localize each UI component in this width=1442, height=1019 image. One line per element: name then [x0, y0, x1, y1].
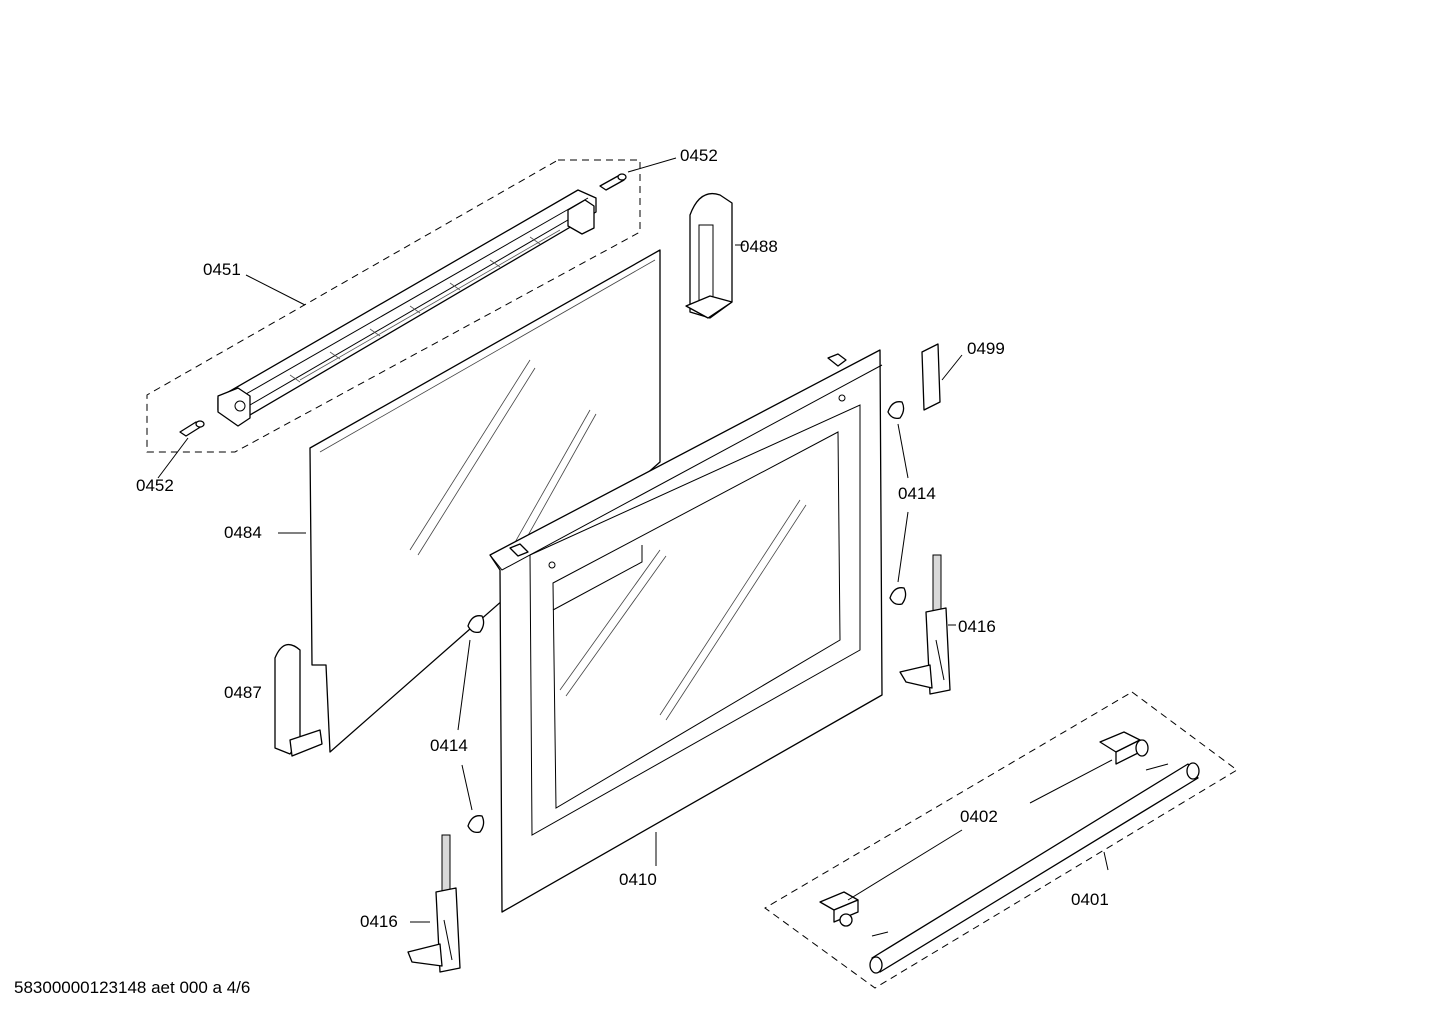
callout-0414-left: 0414 [430, 736, 468, 755]
part-0488-bracket [685, 192, 745, 319]
part-0416-hinge-left [407, 834, 461, 973]
leader-0451 [245, 274, 306, 306]
callout-0414-right: 0414 [898, 484, 936, 503]
callout-0401: 0401 [1071, 890, 1109, 909]
part-0414-cap-bottom-left [461, 764, 485, 834]
part-0499-strip [921, 343, 963, 411]
part-0402-handle-mount-left [819, 829, 963, 937]
part-0416-hinge-right [899, 554, 956, 695]
callout-0499: 0499 [967, 339, 1005, 358]
callout-0416-left: 0416 [360, 912, 398, 931]
callout-0410: 0410 [619, 870, 657, 889]
callout-0484: 0484 [224, 523, 262, 542]
part-0414-cap-bottom-right [889, 511, 909, 606]
part-0414-cap-top-left [457, 615, 485, 731]
callout-0451: 0451 [203, 260, 241, 279]
part-0484-inner-glass [278, 249, 661, 753]
part-0402-handle-mount-right [1029, 731, 1169, 804]
callout-0402: 0402 [960, 807, 998, 826]
document-id-footer: 58300000123148 aet 000 a 4/6 [14, 978, 251, 997]
callout-0487: 0487 [224, 683, 262, 702]
part-0410-outer-door [489, 349, 883, 913]
callout-0416-right: 0416 [958, 617, 996, 636]
callout-0452-bottom: 0452 [136, 476, 174, 495]
part-0451-rail-group [146, 159, 641, 453]
callout-0488: 0488 [740, 237, 778, 256]
part-0452-pin-top [599, 157, 677, 191]
part-0452-pin-bottom [157, 420, 205, 479]
callout-0452-top: 0452 [680, 146, 718, 165]
part-0401-handle-group [764, 691, 1238, 989]
part-0487-bracket [274, 643, 323, 757]
part-0414-cap-top-right [887, 401, 909, 479]
